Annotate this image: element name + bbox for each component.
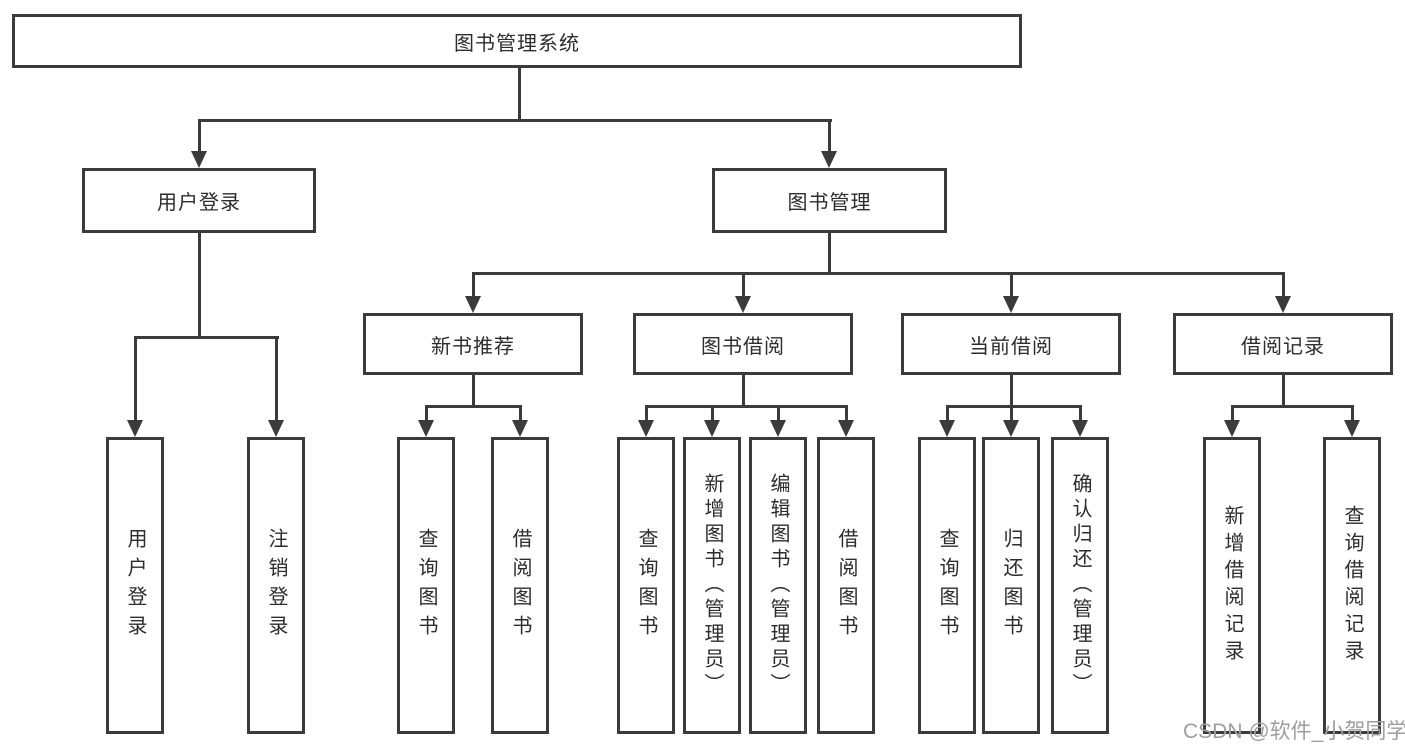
connector-line — [425, 405, 428, 422]
connector-arrowhead — [638, 420, 654, 437]
connector-line — [828, 119, 831, 153]
connector-line — [645, 405, 648, 422]
connector-line — [845, 405, 848, 422]
connector-line — [946, 405, 1081, 408]
connector-line — [645, 405, 847, 408]
node-book-borrow: 图书借阅 — [633, 313, 853, 375]
connector-line — [275, 336, 278, 422]
connector-line — [198, 233, 201, 339]
leaf-borrow-books: 借阅图书 — [817, 437, 875, 734]
connector-line — [134, 336, 279, 339]
connector-line — [828, 233, 831, 275]
connector-line — [472, 272, 475, 298]
connector-line — [1079, 405, 1082, 422]
connector-line — [1010, 272, 1013, 298]
connector-arrowhead — [939, 420, 955, 437]
node-book-management: 图书管理 — [712, 168, 947, 233]
leaf-confirm-return-admin: 确认归还（管理员） — [1051, 437, 1109, 734]
leaf-logout: 注销登录 — [247, 437, 305, 734]
connector-line — [519, 405, 522, 422]
connector-arrowhead — [735, 296, 751, 313]
connector-line — [1231, 405, 1234, 422]
connector-arrowhead — [838, 420, 854, 437]
connector-line — [472, 272, 1285, 275]
connector-arrowhead — [821, 151, 837, 168]
connector-line — [1351, 405, 1354, 422]
connector-arrowhead — [418, 420, 434, 437]
leaf-edit-book-admin: 编辑图书（管理员） — [749, 437, 807, 734]
connector-arrowhead — [127, 420, 143, 437]
leaf-query-books-recommend: 查询图书 — [397, 437, 455, 734]
connector-line — [518, 66, 521, 122]
connector-line — [198, 119, 832, 122]
connector-arrowhead — [268, 420, 284, 437]
leaf-query-borrow-record: 查询借阅记录 — [1323, 437, 1381, 734]
connector-arrowhead — [1344, 420, 1360, 437]
connector-arrowhead — [1003, 420, 1019, 437]
leaf-query-books-current: 查询图书 — [918, 437, 976, 734]
connector-line — [134, 336, 137, 422]
connector-line — [1282, 375, 1285, 408]
connector-arrowhead — [512, 420, 528, 437]
connector-arrowhead — [1072, 420, 1088, 437]
connector-line — [1282, 272, 1285, 298]
leaf-add-borrow-record: 新增借阅记录 — [1203, 437, 1261, 734]
connector-arrowhead — [191, 151, 207, 168]
leaf-return-books: 归还图书 — [982, 437, 1040, 734]
connector-line — [1010, 405, 1013, 422]
connector-arrowhead — [704, 420, 720, 437]
connector-line — [472, 375, 475, 408]
connector-line — [777, 405, 780, 422]
connector-arrowhead — [770, 420, 786, 437]
connector-line — [198, 119, 201, 153]
leaf-user-login: 用户登录 — [106, 437, 164, 734]
connector-line — [742, 375, 745, 408]
connector-arrowhead — [1224, 420, 1240, 437]
connector-arrowhead — [1003, 296, 1019, 313]
node-borrow-records: 借阅记录 — [1173, 313, 1393, 375]
leaf-borrow-books-recommend: 借阅图书 — [491, 437, 549, 734]
connector-line — [425, 405, 522, 408]
leaf-query-books-borrow: 查询图书 — [617, 437, 675, 734]
connector-line — [1010, 375, 1013, 408]
connector-arrowhead — [1275, 296, 1291, 313]
leaf-add-book-admin: 新增图书（管理员） — [683, 437, 741, 734]
csdn-watermark: CSDN @软件_小贺同学 — [1183, 720, 1405, 743]
connector-line — [711, 405, 714, 422]
node-new-book-recommend: 新书推荐 — [363, 313, 583, 375]
node-user-login: 用户登录 — [82, 168, 316, 233]
node-current-borrow: 当前借阅 — [901, 313, 1121, 375]
connector-line — [742, 272, 745, 298]
connector-line — [946, 405, 949, 422]
connector-line — [1231, 405, 1354, 408]
connector-arrowhead — [465, 296, 481, 313]
node-system-root: 图书管理系统 — [12, 14, 1022, 68]
